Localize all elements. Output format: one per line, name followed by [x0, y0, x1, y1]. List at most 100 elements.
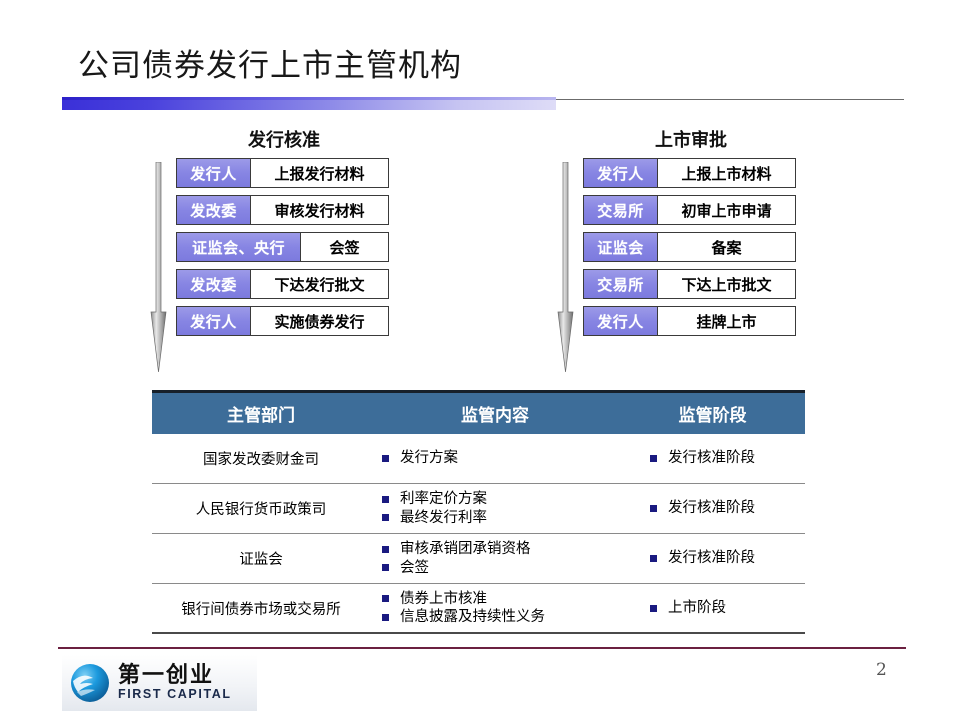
- bullet-item: 会签: [382, 559, 620, 577]
- bullet-item: 发行方案: [382, 449, 620, 467]
- bullet-square-icon: [382, 613, 389, 621]
- flow-step-action: 上报发行材料: [251, 158, 389, 188]
- cell-department: 国家发改委财金司: [203, 452, 319, 468]
- flow-step-action: 备案: [658, 232, 796, 262]
- cell-stage: 发行核准阶段: [620, 449, 805, 467]
- regulators-table: 主管部门 监管内容 监管阶段 国家发改委财金司发行方案发行核准阶段人民银行货币政…: [152, 390, 805, 634]
- flow-step-action: 挂牌上市: [658, 306, 796, 336]
- bullet-text: 审核承销团承销资格: [400, 541, 531, 558]
- bullet-text: 信息披露及持续性义务: [400, 609, 545, 625]
- title-rule: [556, 99, 904, 100]
- bullet-text: 债券上市核准: [400, 590, 487, 607]
- bullet-item: 债券上市核准: [382, 590, 620, 608]
- table-row: 国家发改委财金司 发行方案 发行核准阶段: [152, 434, 805, 484]
- cell-content: 利率定价方案最终发行利率: [370, 490, 620, 526]
- cell-department: 人民银行货币政策司: [195, 502, 327, 518]
- cell-department: 银行间债券市场或交易所: [181, 601, 341, 618]
- flow-rows-right: 发行人上报上市材料交易所初审上市申请证监会备案交易所下达上市批文发行人挂牌上市: [583, 158, 796, 343]
- down-arrow-icon: [150, 162, 167, 372]
- flow-step-left-5: 发行人实施债券发行: [176, 306, 389, 336]
- flow-step-action: 实施债券发行: [251, 306, 389, 336]
- flow-step-action: 会签: [301, 232, 389, 262]
- bullet-item: 利率定价方案: [382, 490, 620, 508]
- flow-step-left-4: 发改委下达发行批文: [176, 269, 389, 299]
- column-header-department: 主管部门: [227, 406, 295, 426]
- bullet-square-icon: [382, 564, 389, 572]
- flow-step-action: 审核发行材料: [251, 195, 389, 225]
- cell-content: 债券上市核准信息披露及持续性义务: [370, 590, 620, 626]
- globe-icon: [68, 661, 112, 705]
- flow-step-actor: 发行人: [583, 158, 658, 188]
- flow-step-action: 下达上市批文: [658, 269, 796, 299]
- bullet-text: 发行核准阶段: [668, 550, 755, 567]
- flow-step-actor: 发行人: [176, 306, 251, 336]
- bullet-item: 审核承销团承销资格: [382, 540, 620, 558]
- flow-step-actor: 证监会、央行: [176, 232, 301, 262]
- page-title: 公司债券发行上市主管机构: [78, 48, 462, 84]
- logo-name-en: FIRST CAPITAL: [118, 687, 232, 702]
- section-heading-issuance-approval: 发行核准: [248, 130, 320, 151]
- flow-step-right-5: 发行人挂牌上市: [583, 306, 796, 336]
- flow-step-action: 初审上市申请: [658, 195, 796, 225]
- table-row: 银行间债券市场或交易所 债券上市核准信息披露及持续性义务 上市阶段: [152, 584, 805, 634]
- flow-step-action: 下达发行批文: [251, 269, 389, 299]
- flow-step-actor: 发改委: [176, 269, 251, 299]
- flow-step-right-1: 发行人上报上市材料: [583, 158, 796, 188]
- table-row: 人民银行货币政策司 利率定价方案最终发行利率 发行核准阶段: [152, 484, 805, 534]
- bullet-item: 发行核准阶段: [650, 499, 805, 517]
- bullet-item: 发行核准阶段: [650, 449, 805, 467]
- down-arrow-icon: [557, 162, 574, 372]
- flow-step-actor: 发改委: [176, 195, 251, 225]
- bullet-square-icon: [650, 604, 657, 612]
- bullet-square-icon: [650, 555, 657, 562]
- flow-step-actor: 证监会: [583, 232, 658, 262]
- bullet-text: 利率定价方案: [400, 491, 487, 508]
- flow-step-actor: 交易所: [583, 269, 658, 299]
- flow-step-left-2: 发改委审核发行材料: [176, 195, 389, 225]
- flow-step-right-3: 证监会备案: [583, 232, 796, 262]
- flow-step-actor: 交易所: [583, 195, 658, 225]
- cell-department: 证监会: [239, 552, 283, 568]
- column-header-content: 监管内容: [461, 406, 529, 426]
- flow-step-action: 上报上市材料: [658, 158, 796, 188]
- bullet-item: 最终发行利率: [382, 509, 620, 527]
- flow-step-actor: 发行人: [176, 158, 251, 188]
- bullet-square-icon: [650, 505, 657, 512]
- flow-step-left-3: 证监会、央行会签: [176, 232, 389, 262]
- flow-step-right-4: 交易所下达上市批文: [583, 269, 796, 299]
- company-logo: 第一创业 FIRST CAPITAL: [62, 655, 257, 711]
- cell-stage: 发行核准阶段: [620, 499, 805, 517]
- column-header-stage: 监管阶段: [678, 406, 747, 426]
- logo-name-cn: 第一创业: [118, 662, 215, 689]
- table-row: 证监会 审核承销团承销资格会签 发行核准阶段: [152, 534, 805, 584]
- cell-stage: 上市阶段: [620, 599, 805, 617]
- logo-text: 第一创业 FIRST CAPITAL: [118, 662, 232, 702]
- bullet-square-icon: [382, 495, 389, 503]
- bullet-text: 发行核准阶段: [668, 450, 755, 467]
- bullet-text: 会签: [400, 559, 429, 576]
- table-header-row: 主管部门 监管内容 监管阶段: [152, 390, 805, 434]
- cell-content: 审核承销团承销资格会签: [370, 540, 620, 576]
- bullet-square-icon: [382, 545, 389, 553]
- bullet-item: 上市阶段: [650, 599, 805, 617]
- bullet-text: 发行方案: [400, 450, 458, 467]
- bullet-square-icon: [382, 595, 389, 603]
- table-body: 国家发改委财金司发行方案发行核准阶段人民银行货币政策司利率定价方案最终发行利率发…: [152, 434, 805, 634]
- bullet-square-icon: [382, 514, 389, 522]
- cell-content: 发行方案: [370, 449, 620, 467]
- bullet-text: 上市阶段: [668, 599, 726, 616]
- bullet-item: 信息披露及持续性义务: [382, 608, 620, 626]
- page-number: 2: [876, 660, 887, 680]
- section-heading-listing-approval: 上市审批: [655, 130, 727, 151]
- bullet-square-icon: [650, 455, 657, 462]
- bullet-text: 发行核准阶段: [668, 500, 755, 517]
- bullet-item: 发行核准阶段: [650, 549, 805, 567]
- flow-step-actor: 发行人: [583, 306, 658, 336]
- title-accent-bar: [62, 97, 556, 110]
- flow-rows-left: 发行人上报发行材料发改委审核发行材料证监会、央行会签发改委下达发行批文发行人实施…: [176, 158, 389, 343]
- flow-step-left-1: 发行人上报发行材料: [176, 158, 389, 188]
- flow-step-right-2: 交易所初审上市申请: [583, 195, 796, 225]
- footer-divider: [58, 647, 906, 649]
- bullet-square-icon: [382, 455, 389, 462]
